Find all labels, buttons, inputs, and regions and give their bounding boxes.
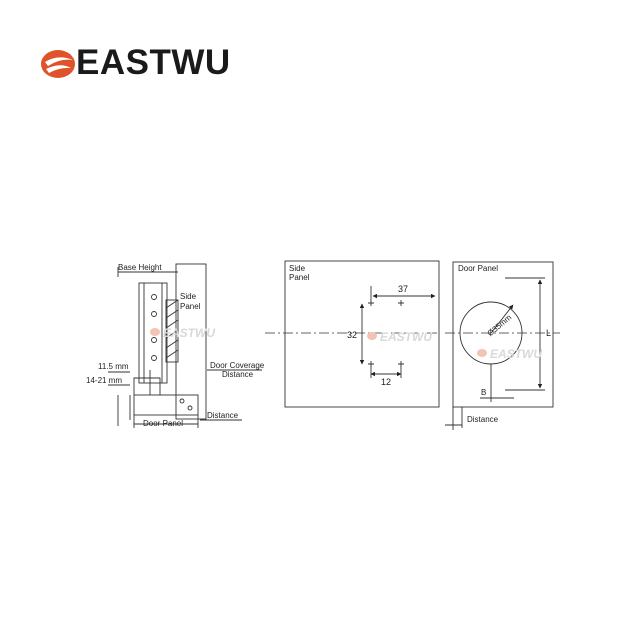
side-panel-label-1: Side <box>289 264 306 273</box>
distance-label-door: Distance <box>467 415 499 424</box>
label-11-5mm: 11.5 mm <box>98 362 129 371</box>
door-panel-label: Door Panel <box>458 264 498 273</box>
dim-32-label: 32 <box>347 330 357 340</box>
watermark-2: EASTWU <box>367 330 432 344</box>
eastwu-flame-logo-icon <box>41 50 75 78</box>
side-panel-view <box>265 260 440 408</box>
diameter-label: Ø35mm <box>486 313 514 338</box>
dim-l-label: L <box>546 328 551 338</box>
side-panel-label-2: Panel <box>289 273 310 282</box>
dim-b-label: B <box>481 388 486 397</box>
label-side-panel-2: Panel <box>180 302 201 311</box>
mounting-plate <box>165 299 179 363</box>
watermark-3: EASTWU <box>477 347 542 361</box>
label-door-coverage-1: Door Coverage <box>210 361 265 370</box>
label-door-panel-hinge: Door Panel <box>143 419 183 428</box>
door-panel-rect <box>452 261 554 408</box>
label-side-panel-1: Side <box>180 292 197 301</box>
svg-text:EASTWU: EASTWU <box>490 347 542 361</box>
dim-37-label: 37 <box>398 284 408 294</box>
label-14-21mm: 14-21 mm <box>86 376 122 385</box>
svg-text:EASTWU: EASTWU <box>163 326 215 340</box>
side-panel-rect <box>284 260 440 408</box>
door-panel-view <box>445 261 560 430</box>
door-panel-outline <box>133 394 199 416</box>
dim-12-label: 12 <box>381 377 391 387</box>
label-door-coverage-2: Distance <box>222 370 254 379</box>
label-distance-hinge: Distance <box>207 411 239 420</box>
brand-name: EASTWU <box>76 43 231 82</box>
label-base-height: Base Height <box>118 263 162 272</box>
hinge-side-view <box>108 263 262 428</box>
side-panel-outline <box>175 263 207 420</box>
svg-text:EASTWU: EASTWU <box>380 330 432 344</box>
hinge-cup <box>133 377 161 395</box>
watermark-1: EASTWU <box>150 326 215 340</box>
